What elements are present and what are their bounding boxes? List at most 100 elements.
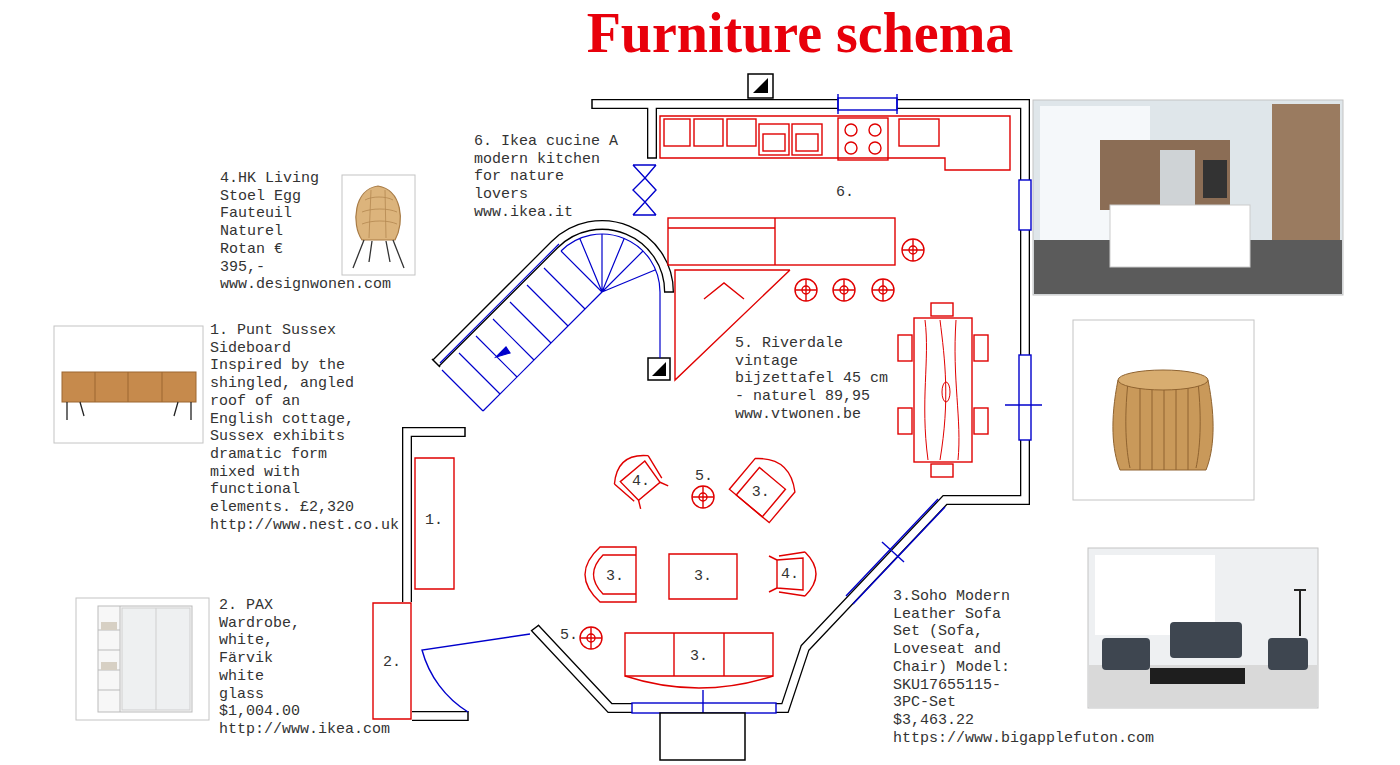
door-swing bbox=[422, 634, 530, 712]
cabinet bbox=[727, 119, 756, 146]
furniture-outline bbox=[736, 467, 785, 516]
furniture-outline bbox=[594, 555, 637, 594]
stove bbox=[838, 118, 888, 160]
ovens bbox=[1203, 160, 1227, 198]
furniture-outline bbox=[674, 633, 724, 676]
furniture-outline bbox=[729, 449, 802, 522]
wardrobe-shelves bbox=[98, 606, 120, 712]
rattan-weave bbox=[362, 190, 397, 238]
callout-number: 3. bbox=[690, 649, 708, 664]
drawer-lines bbox=[95, 372, 162, 402]
stair-edge bbox=[440, 244, 559, 363]
sink bbox=[759, 124, 789, 155]
furniture-outline bbox=[625, 633, 773, 688]
stair-treads bbox=[442, 251, 602, 411]
wall-fill bbox=[407, 432, 465, 602]
callout-number: 3. bbox=[606, 569, 624, 584]
sink bbox=[792, 124, 822, 155]
folding-door bbox=[633, 165, 656, 215]
sink-bowl bbox=[796, 134, 818, 151]
rattan-drum bbox=[1113, 380, 1213, 470]
picture-frame bbox=[54, 326, 203, 443]
furniture-outline bbox=[805, 552, 816, 596]
furniture-outline bbox=[625, 676, 773, 688]
product-note: 1. Punt Sussex Sideboard Inspired by the… bbox=[210, 322, 357, 534]
cabinet bbox=[694, 119, 723, 146]
loveseat bbox=[1102, 638, 1150, 670]
furniture-outline bbox=[607, 447, 671, 511]
dining-table bbox=[914, 318, 972, 462]
sideboard-picture bbox=[54, 326, 203, 443]
columns bbox=[648, 74, 773, 380]
callout-number: 5. bbox=[560, 627, 578, 645]
egg-chair-symbol: 4. bbox=[764, 546, 822, 602]
callout-number: 3. bbox=[752, 485, 770, 500]
furniture-outline bbox=[585, 547, 636, 602]
dining-chair bbox=[974, 408, 988, 434]
side-table bbox=[692, 486, 714, 508]
column-fill bbox=[652, 362, 666, 376]
folded-clothes bbox=[101, 662, 117, 670]
product-note: 5. Riverdale vintage bijzettafel 45 cm -… bbox=[735, 335, 891, 424]
dining-set bbox=[898, 303, 988, 477]
furniture-outline bbox=[669, 554, 737, 599]
sideboard-legs bbox=[67, 402, 191, 420]
window bbox=[838, 98, 897, 110]
wood-knot bbox=[942, 382, 950, 402]
rug bbox=[1150, 668, 1245, 684]
burner bbox=[845, 142, 857, 154]
wardrobe-picture bbox=[76, 598, 209, 720]
callout-number: 5. bbox=[695, 468, 713, 486]
floor bbox=[1089, 665, 1317, 707]
column bbox=[748, 74, 773, 98]
dining-chair bbox=[898, 335, 912, 361]
wardrobe-symbol: 2. bbox=[372, 602, 412, 720]
product-note: 3.Soho Modern Leather Sofa Set (Sofa, Lo… bbox=[893, 588, 1013, 747]
furniture-outline bbox=[625, 633, 773, 676]
stair-edge bbox=[561, 234, 660, 358]
egg-chair-symbol: 4. bbox=[608, 450, 670, 508]
picture-frame bbox=[342, 175, 415, 275]
stair-arrow bbox=[496, 347, 510, 357]
side-table-picture bbox=[1073, 320, 1254, 500]
kitchen-island bbox=[1110, 205, 1250, 267]
dining-chair bbox=[931, 464, 953, 477]
picture-frame bbox=[1033, 100, 1343, 295]
window-axis bbox=[882, 542, 904, 562]
callout-number: 4. bbox=[781, 567, 799, 582]
column-fill bbox=[753, 78, 768, 93]
kitchen-counter bbox=[660, 116, 1010, 170]
furniture-outline bbox=[585, 547, 636, 602]
bar-stool bbox=[833, 279, 855, 301]
cabinet bbox=[899, 119, 939, 146]
island-lines bbox=[668, 218, 775, 265]
bar-stool bbox=[872, 279, 894, 301]
wall-fill bbox=[648, 104, 655, 158]
furniture-outline bbox=[779, 552, 805, 596]
side-table bbox=[580, 627, 602, 649]
window-axis bbox=[1005, 404, 1042, 405]
picture-frame bbox=[76, 598, 209, 720]
window bbox=[1019, 355, 1031, 440]
wood-grain bbox=[925, 320, 959, 460]
winder-treads bbox=[580, 234, 656, 292]
product-note: 4.HK Living Stoel Egg Fauteuil Naturel R… bbox=[220, 170, 322, 294]
page-title: Furniture schema bbox=[560, 3, 1040, 63]
callout-number: 3. bbox=[694, 569, 712, 584]
callout-number: 6. bbox=[836, 184, 854, 202]
window-jambs bbox=[838, 94, 897, 114]
armchair-symbol: 3. bbox=[730, 450, 802, 522]
furniture-outline bbox=[624, 632, 774, 698]
coffee-table-symbol: 3. bbox=[668, 553, 738, 600]
furniture-outline bbox=[669, 554, 737, 599]
callout-number: 2. bbox=[383, 655, 401, 670]
kitchen-picture bbox=[1033, 100, 1343, 295]
picture-frame bbox=[1073, 320, 1254, 500]
wardrobe-body bbox=[98, 606, 192, 712]
burner bbox=[869, 124, 881, 136]
side-table bbox=[580, 627, 602, 649]
kitchen-wall bbox=[647, 104, 657, 158]
cabinet bbox=[664, 119, 690, 146]
dining-chair bbox=[898, 408, 912, 434]
bar-stool bbox=[795, 279, 817, 301]
